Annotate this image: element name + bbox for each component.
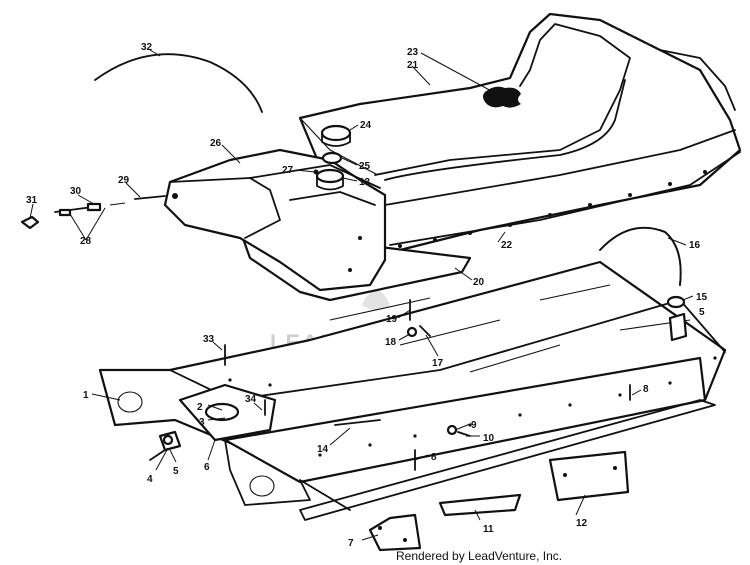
callout-23: 23: [407, 47, 419, 58]
callout-2: 2: [197, 402, 203, 413]
callout-27: 27: [282, 165, 294, 176]
fuel-tank-assembly: [163, 148, 472, 302]
callout-16: 16: [689, 240, 701, 251]
callout-29: 29: [118, 175, 130, 186]
callout-31: 31: [26, 195, 38, 206]
callout-labels: 1 2 3 4 5 5 6 7 8 8 9 10 11 12 13 14 15 …: [26, 42, 708, 549]
callout-20: 20: [473, 277, 485, 288]
fuel-cap-assembly: [313, 124, 352, 191]
callout-4: 4: [147, 474, 153, 485]
callout-15: 15: [696, 292, 708, 303]
callout-17: 17: [432, 358, 444, 369]
callout-30: 30: [70, 186, 82, 197]
callout-33: 33: [203, 334, 215, 345]
credit-text: Rendered by LeadVenture, Inc.: [396, 549, 562, 563]
callout-14: 14: [317, 444, 329, 455]
callout-26: 26: [210, 138, 222, 149]
callout-3: 3: [199, 417, 205, 428]
callout-22: 22: [501, 240, 513, 251]
callout-12: 12: [576, 518, 588, 529]
callout-11: 11: [483, 524, 494, 535]
cable-32: [94, 53, 263, 113]
callout-1: 1: [83, 390, 89, 401]
callout-19: 19: [386, 314, 398, 325]
callout-9: 9: [471, 420, 477, 431]
callout-5b: 5: [699, 307, 705, 318]
callout-7: 7: [348, 538, 354, 549]
callout-25: 25: [359, 161, 371, 172]
chassis-tunnel: [98, 260, 727, 552]
callout-5a: 5: [173, 466, 179, 477]
seat-assembly: [298, 12, 742, 257]
callout-28: 28: [80, 236, 92, 247]
fuel-line-assembly: [20, 195, 166, 230]
callout-10: 10: [483, 433, 495, 444]
callout-34: 34: [245, 394, 257, 405]
callout-6: 6: [204, 462, 210, 473]
callout-13: 13: [359, 177, 371, 188]
callout-8a: 8: [643, 384, 649, 395]
leader-lines: [29, 49, 694, 541]
callout-32: 32: [141, 42, 153, 53]
callout-8b: 8: [431, 452, 437, 463]
callout-24: 24: [360, 120, 372, 131]
callout-18: 18: [385, 337, 397, 348]
callout-21: 21: [407, 60, 419, 71]
